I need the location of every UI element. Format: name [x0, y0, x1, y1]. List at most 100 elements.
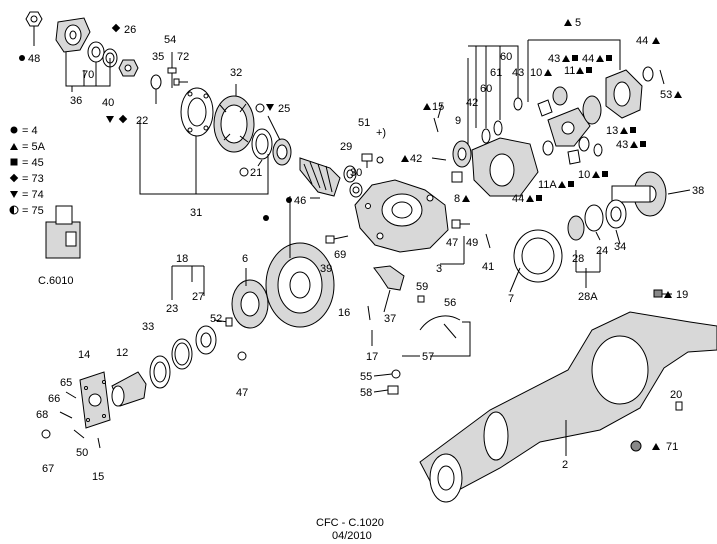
part-33-ring: [149, 355, 171, 389]
dot-marker-46: [286, 197, 292, 203]
part-15-pin-upper: [433, 117, 439, 133]
tri-down-marker-22a: [106, 116, 114, 123]
part-29-washer: [343, 165, 357, 183]
label-18: 18: [176, 253, 188, 265]
part-69-bolt: [325, 235, 349, 244]
label-19: 19: [676, 289, 688, 301]
legend-half-circle-symbol: [9, 205, 19, 215]
part-58-fitting: [387, 385, 399, 395]
label-markers: [19, 19, 682, 450]
sq-marker-11A: [568, 181, 574, 187]
part-diff-case: [471, 137, 539, 197]
label-6: 6: [242, 253, 248, 265]
part-70-seal: [87, 41, 105, 63]
tri-marker-10-top: [544, 69, 552, 76]
part-2-axle-casing: [419, 311, 717, 503]
label-54: 54: [164, 34, 176, 46]
part-61-ring: [493, 120, 503, 136]
label-46: 46: [294, 195, 306, 207]
label-14: 14: [78, 349, 90, 361]
part-26-nut: [118, 59, 139, 77]
part-65-washer: [65, 391, 77, 399]
inset-caption: C.6010: [38, 275, 73, 287]
label-35: 35: [152, 51, 164, 63]
diamond-marker-22: [118, 114, 128, 124]
part-23-cup: [171, 338, 193, 370]
label-28: 28: [572, 253, 584, 265]
label-59: 59: [416, 281, 428, 293]
label-61: 61: [490, 67, 502, 79]
legend-diamond-text: = 73: [22, 173, 44, 185]
label-51: 51: [358, 117, 370, 129]
part-51-bolt: [361, 153, 384, 168]
part-66-screw: [59, 411, 73, 419]
sq-marker-44-mid: [606, 55, 612, 61]
part-55-fitting: [391, 369, 401, 379]
legend-triangle-down-symbol: [10, 191, 18, 198]
label-60-b: 60: [500, 51, 512, 63]
label-60-a: 60: [480, 83, 492, 95]
label-66: 66: [48, 393, 60, 405]
label-21: 21: [250, 167, 262, 179]
tri-marker-5: [564, 19, 572, 26]
part-38-flange: [611, 171, 667, 217]
label-10-top: 10: [530, 67, 542, 79]
part-20-plug: [675, 401, 683, 411]
label-28A: 28A: [578, 291, 598, 303]
legend-dot-text: = 4: [22, 125, 38, 137]
part-21-ring: [251, 128, 273, 160]
label-68: 68: [36, 409, 48, 421]
label-32: 32: [230, 67, 242, 79]
label-8: 8: [454, 193, 460, 205]
label-42-top: 42: [466, 97, 478, 109]
part-48-nut: [25, 11, 43, 27]
label-12: 12: [116, 347, 128, 359]
label-48: 48: [28, 53, 40, 65]
label-3: 3: [436, 263, 442, 275]
label-40: 40: [102, 97, 114, 109]
label-47-low: 47: [236, 387, 248, 399]
label-44-low: 44: [512, 193, 524, 205]
dot-marker-39-lead: [263, 215, 269, 221]
label-15-top: 15: [432, 101, 444, 113]
part-39-ring-gear: [265, 242, 335, 328]
part-57-bracket: [430, 321, 471, 357]
part-yoke: [55, 17, 91, 53]
label-10-low: 10: [578, 169, 590, 181]
legend-triangle-up-symbol: [10, 143, 18, 150]
leader-lines: [33, 26, 691, 456]
part-side-gear: [582, 95, 602, 125]
tri-marker-44-mid: [596, 55, 604, 62]
half-marker-25: [255, 103, 265, 113]
label-17: 17: [366, 351, 378, 363]
tri-marker-71: [652, 443, 660, 450]
legend-triangle-up-text: = 5A: [22, 141, 46, 153]
part-44-washer: [642, 66, 654, 82]
label-44-mid: 44: [582, 53, 594, 65]
inset-part-c6010: [45, 205, 81, 259]
label-5: 5: [575, 17, 581, 29]
part-42-pin: [431, 157, 447, 161]
label-11: 11: [564, 65, 575, 77]
label-27: 27: [192, 291, 204, 303]
label-23: 23: [166, 303, 178, 315]
legend-dot-symbol: [10, 126, 18, 134]
label-41: 41: [482, 261, 494, 273]
part-11-gear: [552, 86, 568, 106]
footer: CFC - C.1020 04/2010: [316, 517, 384, 542]
part-6-carrier: [231, 279, 269, 329]
footer-date: 04/2010: [332, 530, 372, 542]
label-9: 9: [455, 115, 461, 127]
label-22: 22: [136, 115, 148, 127]
part-35-ring: [150, 74, 162, 90]
part-22-flange: [180, 87, 214, 137]
label-55: 55: [360, 371, 372, 383]
part-60-ring: [481, 128, 491, 144]
part-8-bolt: [451, 171, 463, 183]
sq-marker-43: [640, 141, 646, 147]
part-37-fork: [373, 265, 405, 291]
part-30-ring: [349, 182, 363, 198]
part-56-hose: [419, 315, 461, 331]
tri-marker-44-low: [526, 195, 534, 202]
